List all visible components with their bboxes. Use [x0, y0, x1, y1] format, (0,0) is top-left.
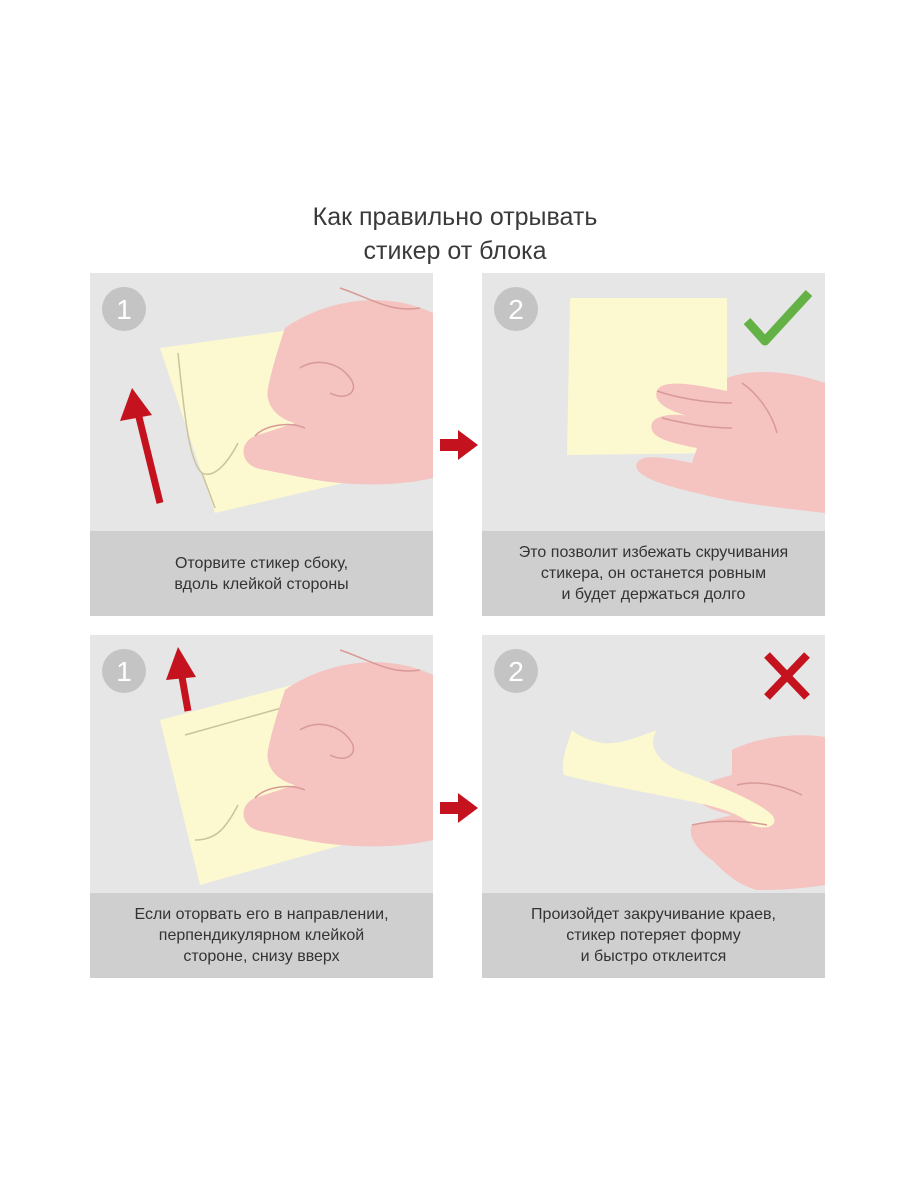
caption-line: стикер потеряет форму: [566, 927, 741, 944]
caption-wrong-step-1: Если оторвать его в направлении, перпенд…: [90, 893, 433, 978]
hand: [243, 662, 433, 847]
step-number: 2: [508, 656, 524, 687]
caption-line: перпендикулярном клейкой: [158, 927, 365, 944]
caption-wrong-step-2: Произойдет закручивание краев, стикер по…: [482, 893, 825, 978]
caption-line: вдоль клейкой стороны: [174, 575, 349, 593]
title-line-1: Как правильно отрывать: [312, 203, 598, 231]
panel-correct-step-1: 1 Оторвите стикер сбоку, вдоль клейкой с…: [90, 273, 433, 616]
panel-correct-step-2: 2 Это позволит избежать скручивания стик…: [482, 273, 825, 616]
next-step-arrow-icon: [440, 793, 478, 823]
caption-line: стикера, он останется ровным: [540, 565, 767, 582]
caption-line: Это позволит избежать скручивания: [518, 544, 789, 561]
checkmark-icon: [743, 289, 813, 346]
step-number-badge: [494, 649, 538, 693]
panel-wrong-step-1: 1 Если оторвать его в направлении, перпе…: [90, 635, 433, 978]
step-number: 1: [116, 656, 132, 687]
page-title: Как правильно отрывать стикер от блока: [0, 200, 900, 268]
hand: [636, 371, 825, 513]
step-number: 2: [508, 294, 524, 325]
direction-arrow-icon: [178, 676, 192, 712]
hand: [243, 300, 433, 485]
step-number-badge: [494, 287, 538, 331]
caption-line: Произойдет закручивание краев,: [531, 906, 776, 923]
caption-line: и будет держаться долго: [561, 586, 746, 603]
caption-line: Если оторвать его в направлении,: [134, 906, 389, 923]
caption-line: и быстро отклеится: [580, 948, 727, 965]
step-number-badge: [102, 649, 146, 693]
title-line-2: стикер от блока: [363, 237, 547, 265]
step-number-badge: [102, 287, 146, 331]
illustration-curled-sticker: 2: [494, 649, 825, 890]
illustration-tear-upward: 1: [102, 647, 433, 885]
caption-line: стороне, снизу вверх: [183, 948, 340, 965]
caption-line: Оторвите стикер сбоку,: [174, 554, 349, 572]
panel-wrong-step-2: 2 Произойдет закручивание краев, стикер …: [482, 635, 825, 978]
direction-arrow-icon: [134, 412, 164, 504]
caption-correct-step-2: Это позволит избежать скручивания стикер…: [482, 531, 825, 616]
illustration-tear-sideways: 1: [102, 287, 433, 513]
sticker-curled: [562, 730, 775, 828]
illustration-flat-sticker: 2: [494, 287, 825, 513]
next-step-arrow-icon: [440, 430, 478, 460]
step-number: 1: [116, 294, 132, 325]
caption-correct-step-1: Оторвите стикер сбоку, вдоль клейкой сто…: [90, 531, 433, 616]
